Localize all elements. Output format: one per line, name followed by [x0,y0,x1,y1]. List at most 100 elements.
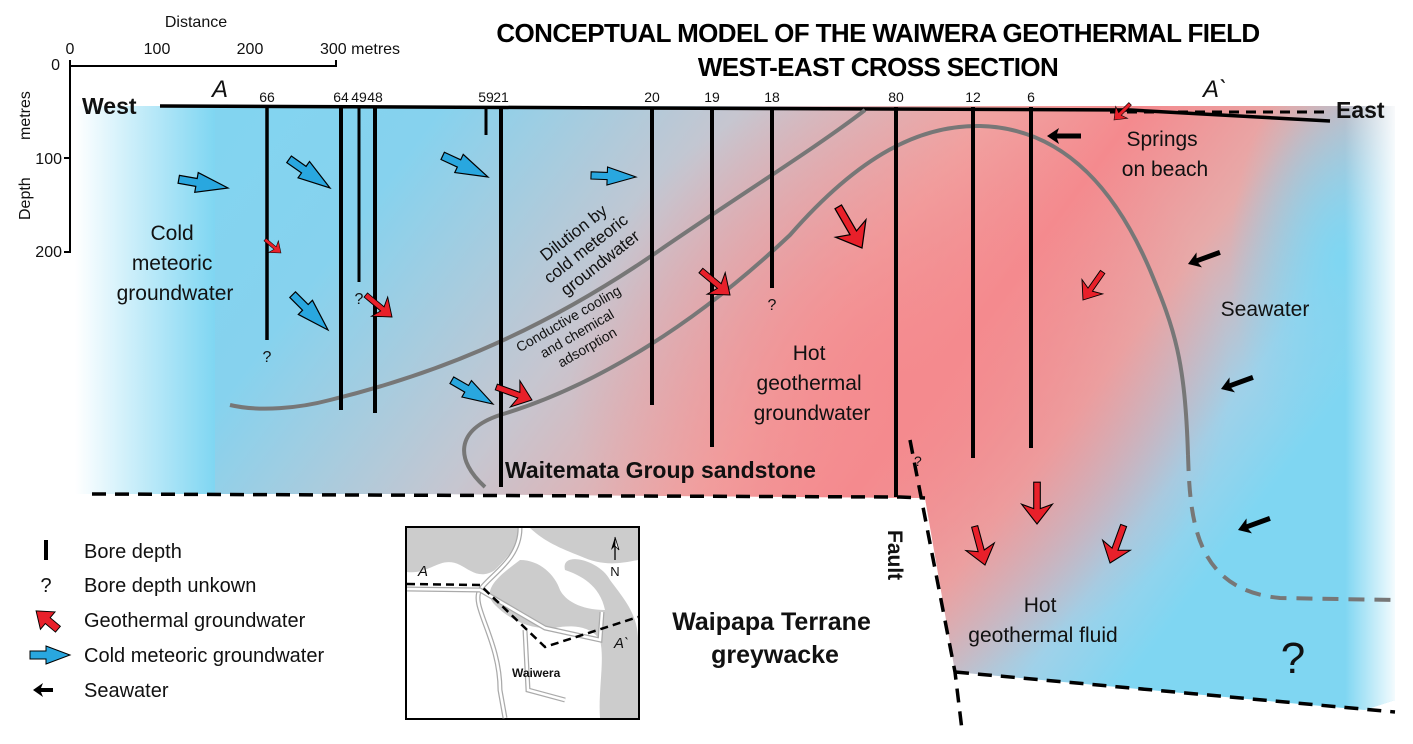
cold-meteoric-arrow [590,166,638,186]
east-label: East [1336,97,1385,123]
cold-meteoric-arrow [177,171,230,193]
depth-tick-label: 200 [35,244,62,261]
title-line2: WEST-EAST CROSS SECTION [698,52,1058,82]
unknown-depth-marker: ? [355,291,364,308]
geothermal-arrow [494,378,533,409]
distance-label: Distance [165,14,227,31]
cold-meteoric-label: Cold meteoric groundwater [117,222,234,305]
seawater-arrow-icon [33,683,53,697]
west-label: West [82,93,137,119]
geothermal-arrow [833,204,867,249]
bore-20: 20 [644,89,660,405]
seawater-arrows [1047,128,1271,534]
depth-unit-label: metres [17,91,34,140]
bore-label: 80 [888,89,904,105]
inferred-plume-boundary [1186,454,1396,602]
distance-tick-label: 0 [66,41,75,58]
sandstone-base-line [91,492,926,500]
legend-label: Seawater [84,680,169,702]
hot-fluid-label: Hot geothermal fluid [968,594,1117,647]
cold-arrows [177,151,638,405]
bore-49: 49? [351,89,367,308]
bore-label: 49 [351,89,367,105]
section-line [406,582,639,649]
legend: ? Bore depth Bore depth unkown Geotherma… [29,540,324,702]
springs-label: Springs on beach [1122,128,1208,181]
bore-label: 20 [644,89,660,105]
bore-label: 66 [259,89,275,105]
title-line1: CONCEPTUAL MODEL OF THE WAIWERA GEOTHERM… [496,18,1259,48]
sandstone-label: Waitemata Group sandstone [505,457,816,483]
cold-arrow-icon [29,645,72,665]
bore-80: 80 [888,89,904,497]
cold-meteoric-arrow [285,155,332,190]
bore-label: 18 [764,89,780,105]
north-label: N [610,564,619,579]
depth-tick-label: 0 [51,57,60,74]
bore-label: 48 [367,89,383,105]
depth-tick-label: 100 [35,151,62,168]
geothermal-arrow-icon [35,610,62,633]
bore-18: 18? [764,89,780,314]
geothermal-arrow [363,292,393,318]
geothermal-arrow [263,237,282,254]
distance-axis [70,60,337,67]
seawater-arrow [1188,250,1221,268]
distance-tick-label: 100 [144,41,171,58]
bore-21: 21 [493,89,509,487]
fault-label: Fault [883,530,906,580]
north-arrow-icon [611,536,620,560]
bore-12: 12 [965,89,981,458]
fault-unknown-marker: ? [914,453,922,469]
section-end-marker: A` [1201,76,1227,103]
geothermal-arrows [263,102,1133,566]
unknown-depth-marker: ? [263,349,272,366]
formation-boundaries [91,439,1396,731]
cold-meteoric-arrow [440,151,490,178]
distance-tick-label: 200 [237,41,264,58]
bore-label: 12 [965,89,981,105]
bore-64: 64 [333,89,349,410]
geothermal-arrow [1101,523,1133,564]
road [406,587,604,642]
legend-label: Geothermal groundwater [84,610,306,632]
cold-meteoric-arrow [449,376,495,405]
inset-start-marker: A [417,563,428,580]
legend-label: Bore depth unkown [84,575,256,597]
bore-6: 6 [1027,89,1035,448]
land-area [407,528,520,575]
section-start-marker: A [210,76,228,103]
water-area [489,559,638,718]
bore-label: 59 [478,89,494,105]
road [523,629,566,702]
hot-groundwater-label: Hot geothermal groundwater [754,342,871,425]
bore-label: 19 [704,89,720,105]
greywacke-label: Waipapa Terrane greywacke [672,608,878,669]
geothermal-arrow [964,525,996,566]
unknown-depth-marker: ? [768,297,777,314]
legend-label: Bore depth [84,541,182,563]
geothermal-arrow [1113,102,1132,121]
unknown-extent-marker: ? [1281,634,1305,683]
zone-boundaries [229,108,1396,602]
land-area [530,528,638,564]
bore-59: 59 [478,89,494,135]
seawater-arrow [1221,375,1254,393]
unknown-depth-icon: ? [40,575,51,597]
geothermal-plume-boundary [462,123,1190,489]
bore-label: 21 [493,89,509,105]
legend-label: Cold meteoric groundwater [84,645,324,667]
inset-end-marker: A` [613,635,629,652]
scale-axes: Distance 0 100 200 300 metres 0 100 200 … [17,14,400,261]
distance-tick-label: 300 metres [320,41,400,58]
bore-66: 66? [259,89,275,366]
geothermal-arrow [1019,481,1055,525]
zone-labels: Cold meteoric groundwater Dilution by co… [117,128,1310,683]
bore-label: 64 [333,89,349,105]
geothermal-arrow [1081,269,1106,301]
inset-map: A A` Waiwera N [405,526,640,720]
seawater-arrow [1047,128,1081,144]
place-label: Waiwera [512,666,561,680]
seawater-arrow [1238,516,1271,534]
